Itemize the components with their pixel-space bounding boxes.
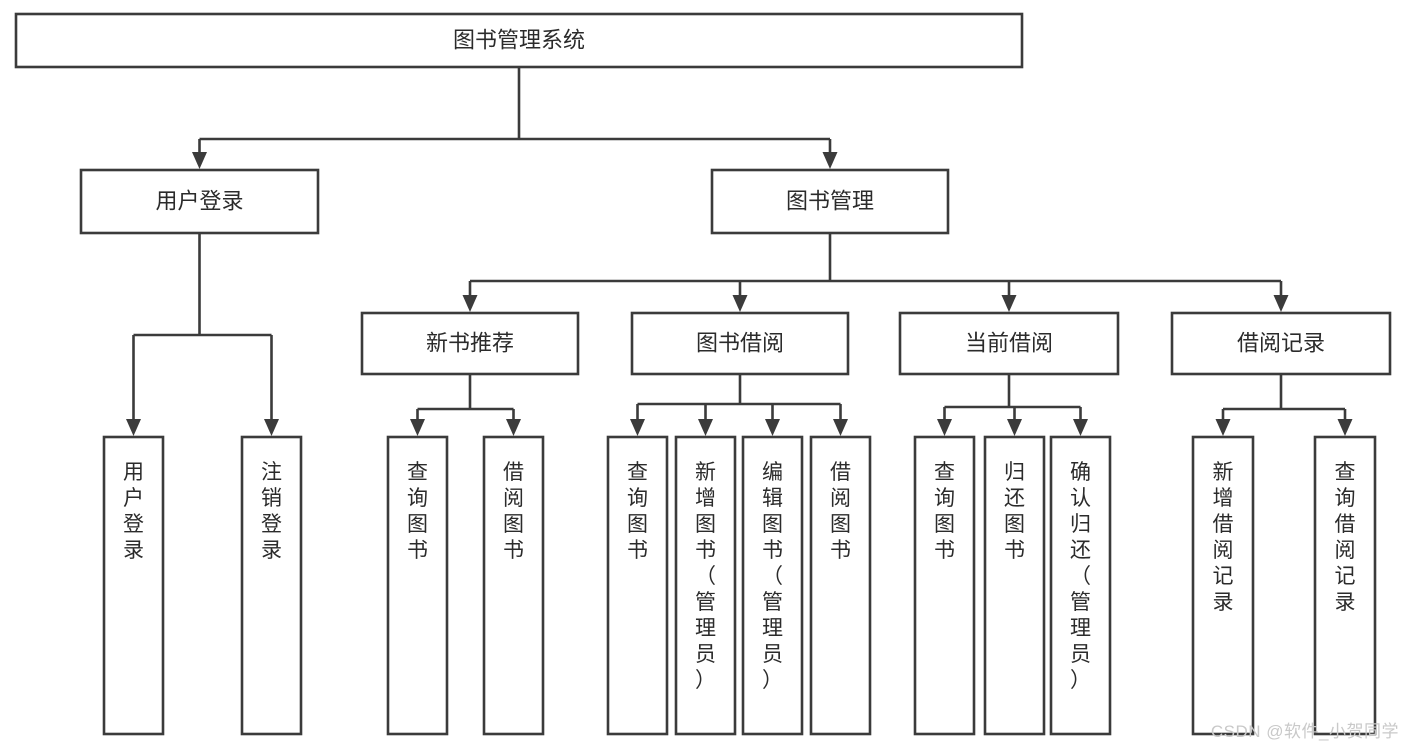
connector-layer <box>126 67 1353 436</box>
node-查询图书-leaf[interactable]: 查询图书 <box>913 435 976 736</box>
node-label: 确认归还（管理员） <box>1070 461 1091 692</box>
node-box <box>1170 311 1392 376</box>
node-box <box>741 435 804 736</box>
node-box <box>240 435 303 736</box>
node-借阅图书-leaf[interactable]: 借阅图书 <box>809 435 872 736</box>
node-当前借阅[interactable]: 当前借阅 <box>898 311 1120 376</box>
node-label: 归还图书 <box>1004 461 1025 562</box>
node-label: 借阅记录 <box>1237 330 1325 355</box>
node-box <box>79 168 320 235</box>
node-label: 用户登录 <box>123 461 144 562</box>
node-box <box>898 311 1120 376</box>
node-label: 查询图书 <box>934 461 955 562</box>
node-label: 查询图书 <box>407 461 428 562</box>
node-label: 图书管理 <box>786 188 874 213</box>
node-box <box>1313 435 1377 736</box>
node-用户登录[interactable]: 用户登录 <box>79 168 320 235</box>
node-box <box>606 435 669 736</box>
node-box <box>386 435 449 736</box>
node-label: 查询图书 <box>627 461 648 562</box>
node-新书推荐[interactable]: 新书推荐 <box>360 311 580 376</box>
node-label: 图书管理系统 <box>453 27 585 52</box>
node-box <box>360 311 580 376</box>
node-box <box>14 12 1024 69</box>
node-图书管理系统[interactable]: 图书管理系统 <box>14 12 1024 69</box>
node-label: 新增借阅记录 <box>1213 461 1234 614</box>
node-label: 借阅图书 <box>503 461 524 562</box>
node-box <box>102 435 165 736</box>
node-box <box>630 311 850 376</box>
node-借阅记录[interactable]: 借阅记录 <box>1170 311 1392 376</box>
node-图书借阅[interactable]: 图书借阅 <box>630 311 850 376</box>
node-label: 注销登录 <box>261 461 282 562</box>
node-label: 查询借阅记录 <box>1335 461 1356 614</box>
node-box <box>710 168 950 235</box>
node-label: 用户登录 <box>155 188 243 213</box>
node-box <box>809 435 872 736</box>
node-label: 新增图书（管理员） <box>695 461 716 692</box>
csdn-watermark: CSDN @软件_小贺同学 <box>1210 722 1399 741</box>
node-查询图书-leaf[interactable]: 查询图书 <box>386 435 449 736</box>
node-用户登录-leaf[interactable]: 用户登录 <box>102 435 165 736</box>
node-查询借阅记录-leaf[interactable]: 查询借阅记录 <box>1313 435 1377 736</box>
node-box <box>913 435 976 736</box>
node-label: 图书借阅 <box>696 330 784 355</box>
node-归还图书-leaf[interactable]: 归还图书 <box>983 435 1046 736</box>
node-新增图书管理员-leaf[interactable]: 新增图书（管理员） <box>674 435 737 736</box>
node-确认归还管理员-leaf[interactable]: 确认归还（管理员） <box>1049 435 1112 736</box>
node-label: 编辑图书（管理员） <box>762 461 783 692</box>
node-box <box>674 435 737 736</box>
node-label: 当前借阅 <box>965 330 1053 355</box>
node-查询图书-leaf[interactable]: 查询图书 <box>606 435 669 736</box>
node-label: 借阅图书 <box>830 461 851 562</box>
node-box <box>482 435 545 736</box>
node-box <box>1191 435 1255 736</box>
node-编辑图书管理员-leaf[interactable]: 编辑图书（管理员） <box>741 435 804 736</box>
node-图书管理[interactable]: 图书管理 <box>710 168 950 235</box>
node-借阅图书-leaf[interactable]: 借阅图书 <box>482 435 545 736</box>
node-label: 新书推荐 <box>426 330 514 355</box>
node-layer: 图书管理系统用户登录图书管理新书推荐图书借阅当前借阅借阅记录用户登录注销登录查询… <box>14 12 1392 736</box>
node-注销登录-leaf[interactable]: 注销登录 <box>240 435 303 736</box>
node-新增借阅记录-leaf[interactable]: 新增借阅记录 <box>1191 435 1255 736</box>
node-box <box>1049 435 1112 736</box>
node-box <box>983 435 1046 736</box>
